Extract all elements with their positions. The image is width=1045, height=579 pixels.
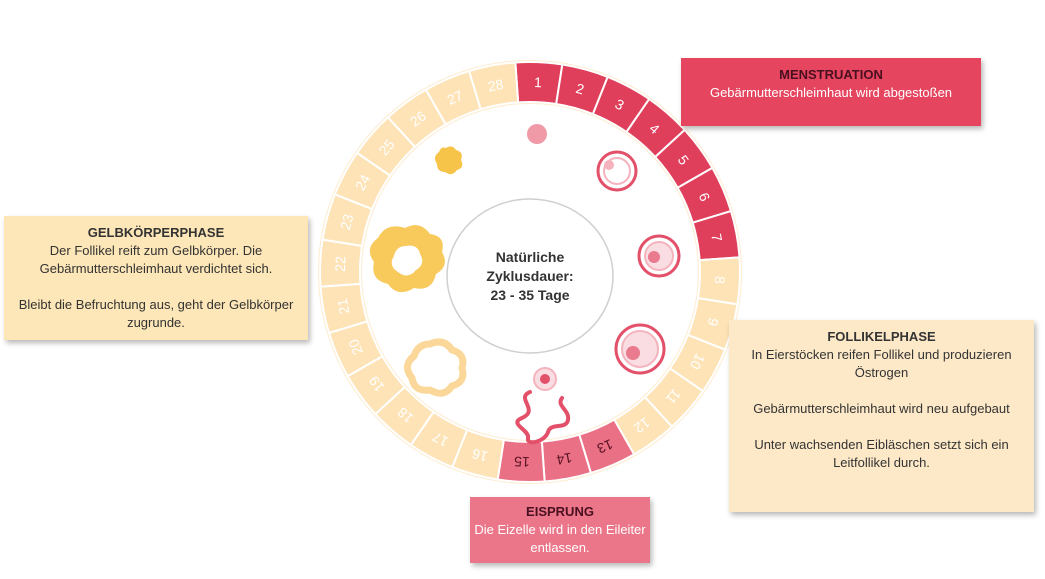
eisprung-title: EISPRUNG: [526, 504, 594, 519]
menstruation-title: MENSTRUATION: [779, 67, 883, 82]
day-label-27: 27: [445, 87, 466, 108]
gelbkoerper-text1: Der Follikel reift zum Gelbkörper. Die G…: [39, 243, 273, 276]
menstruation-box: MENSTRUATION Gebärmutterschleimhaut wird…: [681, 58, 981, 126]
day-label-9: 9: [704, 316, 722, 328]
day-label-10: 10: [687, 351, 709, 372]
corpus-luteum-small-icon: [434, 146, 463, 175]
day-label-15: 15: [514, 453, 530, 470]
center-ellipse: [446, 198, 614, 354]
day-segments: [319, 61, 741, 483]
day-label-24: 24: [352, 172, 374, 193]
day-label-21: 21: [334, 297, 353, 315]
corpus-luteum-large-icon: [369, 225, 445, 293]
eisprung-box: EISPRUNG Die Eizelle wird in den Eileite…: [470, 497, 650, 563]
day-label-23: 23: [337, 212, 357, 231]
ovum-dot-icon: [527, 124, 547, 144]
follikel-text2: Gebärmutterschleimhaut wird neu aufgebau…: [753, 401, 1010, 416]
menstruation-text: Gebärmutterschleimhaut wird abgestoßen: [709, 85, 953, 100]
follikel-box: FOLLIKELPHASE In Eierstöcken reifen Foll…: [729, 320, 1034, 512]
gelbkoerper-box: GELBKÖRPERPHASE Der Follikel reift zum G…: [4, 216, 308, 340]
day-label-17: 17: [430, 429, 451, 451]
follikel-title: FOLLIKELPHASE: [827, 329, 936, 344]
day-label-1: 1: [534, 74, 543, 90]
day-label-7: 7: [708, 232, 725, 243]
center-line1: Natürliche: [496, 249, 565, 265]
follicle-growing-icon: [637, 234, 681, 278]
day-label-13: 13: [595, 436, 616, 457]
day-label-8: 8: [712, 276, 728, 285]
day-label-14: 14: [555, 450, 573, 469]
ovulation-icon: [515, 367, 571, 445]
center-line2: Zyklusdauer:: [486, 268, 573, 284]
day-label-20: 20: [345, 337, 366, 358]
day-label-2: 2: [574, 80, 586, 98]
day-label-16: 16: [470, 445, 489, 465]
day-segment-28: [467, 61, 520, 111]
gelbkoerper-text2: Bleibt die Befruchtung aus, geht der Gel…: [18, 297, 294, 330]
eisprung-text: Die Eizelle wird in den Eileiter entlass…: [474, 522, 646, 555]
day-label-28: 28: [486, 76, 504, 95]
gelbkoerper-title: GELBKÖRPERPHASE: [87, 225, 225, 240]
follicle-large-icon: [614, 323, 666, 375]
follicle-small-icon: [596, 150, 638, 192]
center-line3: 23 - 35 Tage: [490, 287, 569, 303]
day-label-22: 22: [332, 256, 349, 272]
follikel-text3: Unter wachsenden Eibläschen setzt sich e…: [754, 437, 1009, 470]
follikel-text1: In Eierstöcken reifen Follikel und produ…: [751, 347, 1012, 380]
corpus-luteum-fading-icon: [404, 338, 467, 397]
